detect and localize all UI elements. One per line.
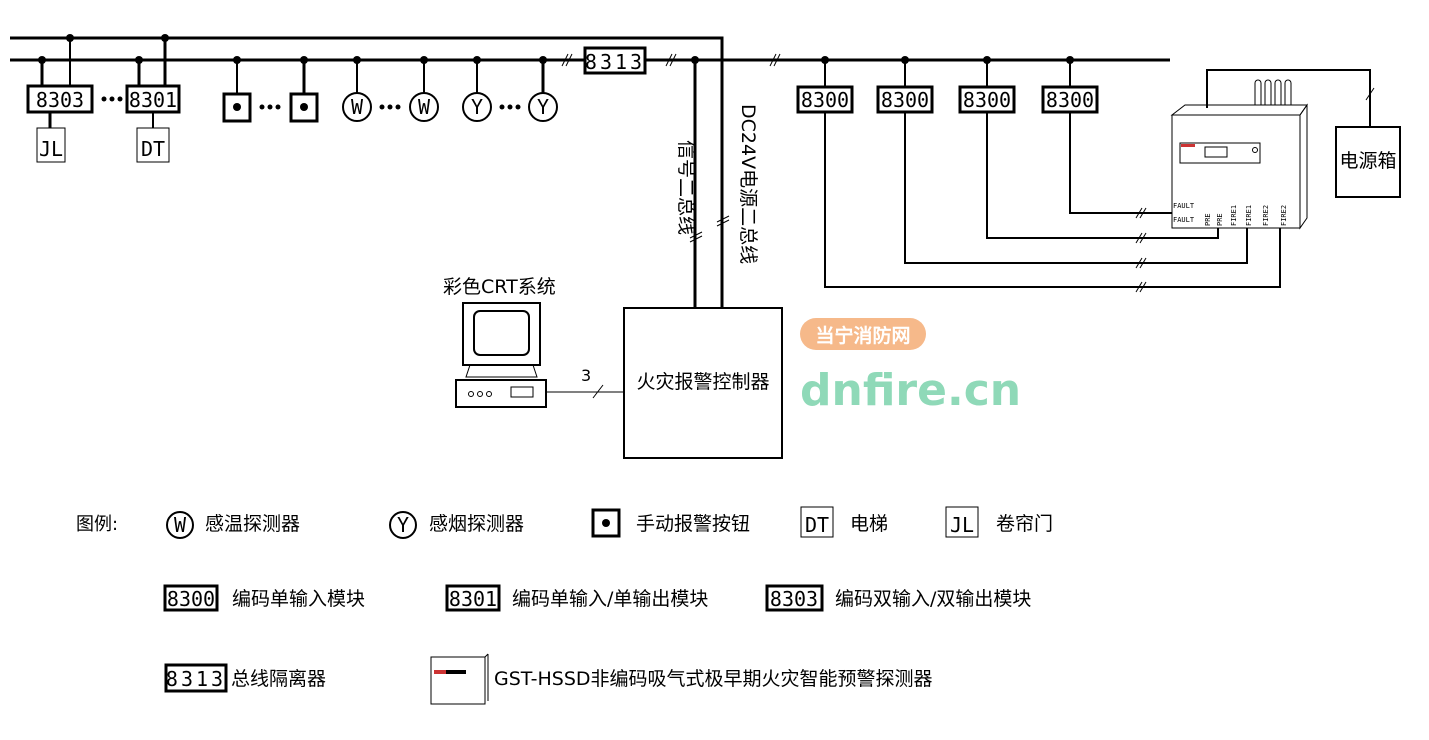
legend-8313: 8313 总线隔离器 bbox=[164, 663, 326, 693]
svg-text:8300: 8300 bbox=[167, 587, 215, 611]
svg-text:火灾报警控制器: 火灾报警控制器 bbox=[636, 371, 769, 393]
svg-text:8303: 8303 bbox=[770, 587, 818, 611]
svg-text:电梯: 电梯 bbox=[850, 513, 888, 535]
module-label: 8301 bbox=[129, 88, 177, 112]
svg-text:8313: 8313 bbox=[585, 50, 645, 74]
smoke-detectors: Y Y bbox=[462, 60, 558, 122]
module-8301: 8301 DT bbox=[125, 38, 181, 163]
isolator-8313: 8313 bbox=[583, 46, 647, 75]
power-box: 电源箱 bbox=[1335, 126, 1401, 198]
svg-text:DT: DT bbox=[805, 513, 829, 537]
svg-text:编码单输入模块: 编码单输入模块 bbox=[232, 588, 365, 610]
svg-text:W: W bbox=[351, 95, 364, 119]
module-8303: 8303 JL bbox=[26, 38, 94, 163]
svg-text:感温探测器: 感温探测器 bbox=[205, 513, 300, 535]
hssd-aspirating-detector: FAULT FAULT PRE PRE FIRE1 FIRE1 FIRE2 FI… bbox=[1170, 69, 1375, 230]
svg-text:编码双输入/双输出模块: 编码双输入/双输出模块 bbox=[835, 588, 1031, 610]
manual-alarm-buttons bbox=[222, 60, 319, 123]
svg-text:8300: 8300 bbox=[963, 88, 1011, 112]
legend: 图例: W 感温探测器 Y 感烟探测器 手动报警按钮 DT 电梯 JL 卷帘门 … bbox=[76, 506, 1053, 705]
fire-alarm-controller: 火灾报警控制器 bbox=[623, 307, 783, 459]
svg-text:W: W bbox=[418, 95, 431, 119]
signal-bus-top bbox=[10, 36, 724, 308]
svg-text:PRE: PRE bbox=[1216, 213, 1224, 226]
ellipsis-dots bbox=[101, 96, 123, 102]
module-label: 8303 bbox=[36, 88, 84, 112]
signal-bus-main bbox=[10, 53, 1170, 308]
input-modules-8300: 8300 8300 8300 8300 bbox=[796, 60, 1281, 293]
legend-elevator: DT 电梯 bbox=[800, 506, 888, 538]
legend-shutter: JL 卷帘门 bbox=[945, 506, 1053, 538]
svg-text:GST-HSSD非编码吸气式极早期火灾智能预警探测器: GST-HSSD非编码吸气式极早期火灾智能预警探测器 bbox=[494, 668, 933, 690]
signal-bus-label: 信号二总线 bbox=[675, 140, 697, 235]
shutter-label: JL bbox=[39, 137, 63, 161]
legend-hssd: GST-HSSD非编码吸气式极早期火灾智能预警探测器 bbox=[430, 653, 933, 705]
legend-8301: 8301 编码单输入/单输出模块 bbox=[445, 584, 708, 612]
svg-text:Y: Y bbox=[471, 95, 483, 119]
svg-text:编码单输入/单输出模块: 编码单输入/单输出模块 bbox=[512, 588, 708, 610]
crt-system: 彩色CRT系统 3 bbox=[443, 276, 624, 408]
svg-text:感烟探测器: 感烟探测器 bbox=[429, 513, 524, 535]
svg-text:8300: 8300 bbox=[881, 88, 929, 112]
svg-text:8313: 8313 bbox=[166, 667, 226, 691]
elevator-label: DT bbox=[141, 137, 165, 161]
svg-text:电源箱: 电源箱 bbox=[1339, 150, 1396, 172]
legend-heat-detector: W 感温探测器 bbox=[166, 511, 300, 539]
svg-text:W: W bbox=[174, 513, 187, 537]
crt-line-count: 3 bbox=[581, 366, 591, 385]
svg-text:FIRE2: FIRE2 bbox=[1262, 205, 1270, 226]
svg-text:dnfire.cn: dnfire.cn bbox=[800, 365, 1021, 416]
heat-detectors: W W bbox=[342, 60, 439, 122]
legend-smoke-detector: Y 感烟探测器 bbox=[389, 511, 524, 539]
svg-text:8300: 8300 bbox=[1046, 88, 1094, 112]
svg-text:彩色CRT系统: 彩色CRT系统 bbox=[443, 276, 556, 298]
svg-text:Y: Y bbox=[537, 95, 549, 119]
legend-manual-button: 手动报警按钮 bbox=[591, 508, 750, 538]
watermark: 当宁消防网 dnfire.cn bbox=[800, 318, 1021, 416]
svg-text:PRE: PRE bbox=[1204, 213, 1212, 226]
svg-text:手动报警按钮: 手动报警按钮 bbox=[636, 513, 750, 535]
power-bus-label: DC24V电源二总线 bbox=[737, 104, 759, 264]
legend-8303: 8303 编码双输入/双输出模块 bbox=[765, 584, 1031, 612]
svg-text:卷帘门: 卷帘门 bbox=[996, 513, 1053, 535]
svg-text:FIRE1: FIRE1 bbox=[1245, 205, 1253, 226]
svg-text:当宁消防网: 当宁消防网 bbox=[815, 324, 910, 347]
junction-dots bbox=[38, 34, 1074, 64]
svg-text:Y: Y bbox=[397, 513, 409, 537]
svg-text:FAULT: FAULT bbox=[1173, 202, 1195, 210]
svg-text:8301: 8301 bbox=[449, 587, 497, 611]
svg-text:总线隔离器: 总线隔离器 bbox=[231, 668, 326, 690]
legend-title: 图例: bbox=[76, 514, 118, 535]
svg-text:FIRE2: FIRE2 bbox=[1280, 205, 1288, 226]
legend-8300: 8300 编码单输入模块 bbox=[163, 584, 365, 612]
svg-text:FIRE1: FIRE1 bbox=[1230, 205, 1238, 226]
svg-text:FAULT: FAULT bbox=[1173, 216, 1195, 224]
svg-text:8300: 8300 bbox=[801, 88, 849, 112]
svg-text:JL: JL bbox=[950, 513, 974, 537]
